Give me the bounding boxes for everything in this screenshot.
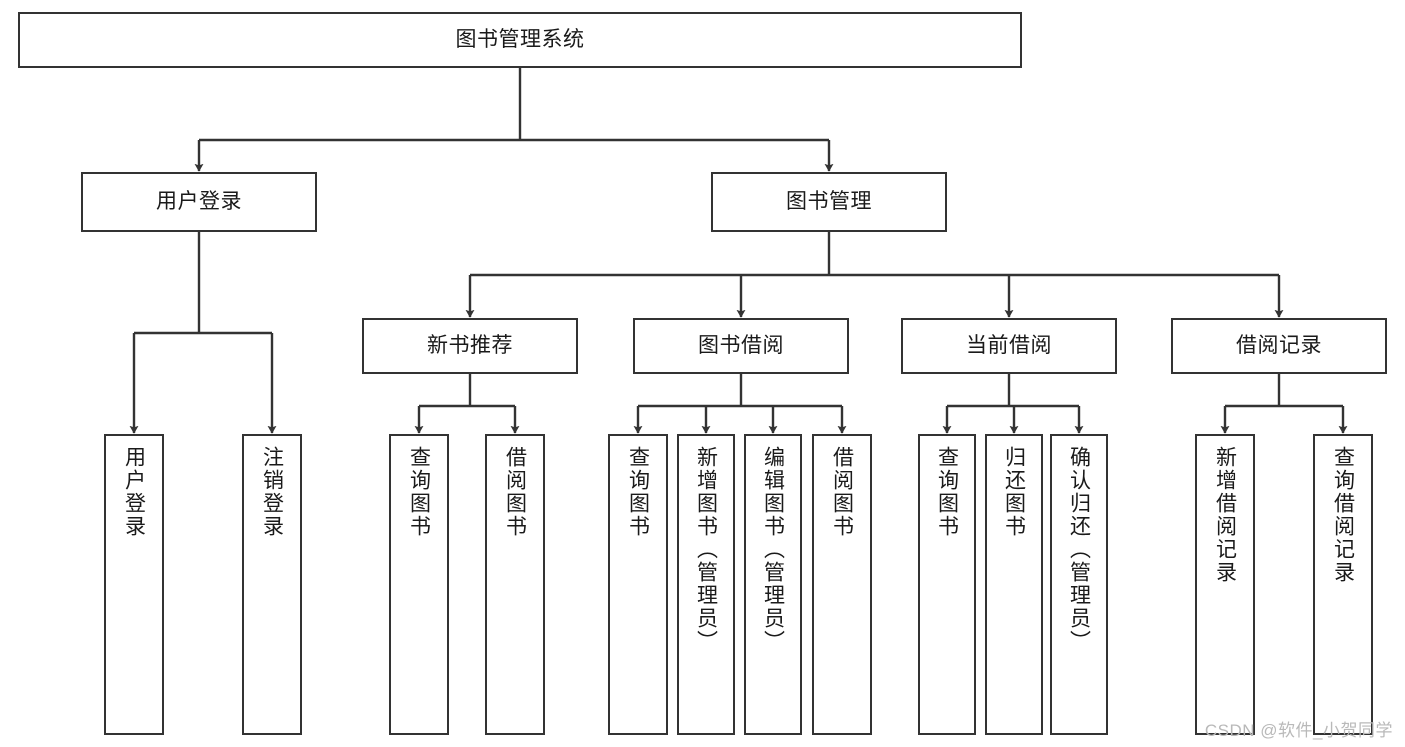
node-leaf-return-book[interactable]: 归还图书 bbox=[985, 434, 1043, 735]
node-label-root: 图书管理系统 bbox=[455, 28, 585, 52]
node-label-leaf-add-borrow-record: 新增借阅记录 bbox=[1213, 446, 1237, 584]
node-label-borrow-record: 借阅记录 bbox=[1236, 334, 1322, 358]
node-label-leaf-user-logout: 注销登录 bbox=[260, 446, 284, 538]
node-label-leaf-query-book-borrow: 查询图书 bbox=[626, 446, 650, 538]
node-leaf-borrow-book-rec[interactable]: 借阅图书 bbox=[485, 434, 545, 735]
node-label-leaf-query-borrow-record: 查询借阅记录 bbox=[1331, 446, 1355, 584]
node-label-current-borrow: 当前借阅 bbox=[966, 334, 1052, 358]
node-leaf-user-login[interactable]: 用户登录 bbox=[104, 434, 164, 735]
node-leaf-edit-book-admin[interactable]: 编辑图书（管理员） bbox=[744, 434, 802, 735]
node-book-borrow[interactable]: 图书借阅 bbox=[633, 318, 849, 374]
node-label-leaf-confirm-return-admin: 确认归还（管理员） bbox=[1067, 446, 1091, 653]
node-label-leaf-borrow-book-rec: 借阅图书 bbox=[503, 446, 527, 538]
node-user-login[interactable]: 用户登录 bbox=[81, 172, 317, 232]
node-label-new-book-recommend: 新书推荐 bbox=[427, 334, 513, 358]
node-leaf-user-logout[interactable]: 注销登录 bbox=[242, 434, 302, 735]
node-leaf-query-book-rec[interactable]: 查询图书 bbox=[389, 434, 449, 735]
node-leaf-add-book-admin[interactable]: 新增图书（管理员） bbox=[677, 434, 735, 735]
node-leaf-borrow-book[interactable]: 借阅图书 bbox=[812, 434, 872, 735]
node-label-user-login: 用户登录 bbox=[156, 190, 242, 214]
node-leaf-add-borrow-record[interactable]: 新增借阅记录 bbox=[1195, 434, 1255, 735]
node-leaf-query-book-borrow[interactable]: 查询图书 bbox=[608, 434, 668, 735]
node-label-leaf-query-book-rec: 查询图书 bbox=[407, 446, 431, 538]
watermark-text: CSDN @软件_小贺同学 bbox=[1204, 721, 1393, 740]
node-leaf-confirm-return-admin[interactable]: 确认归还（管理员） bbox=[1050, 434, 1108, 735]
node-label-leaf-borrow-book: 借阅图书 bbox=[830, 446, 854, 538]
node-root[interactable]: 图书管理系统 bbox=[18, 12, 1022, 68]
node-leaf-query-book-current[interactable]: 查询图书 bbox=[918, 434, 976, 735]
node-label-book-borrow: 图书借阅 bbox=[698, 334, 784, 358]
node-label-leaf-return-book: 归还图书 bbox=[1002, 446, 1026, 538]
node-label-leaf-query-book-current: 查询图书 bbox=[935, 446, 959, 538]
node-label-leaf-user-login: 用户登录 bbox=[122, 446, 146, 538]
node-book-manage[interactable]: 图书管理 bbox=[711, 172, 947, 232]
node-label-leaf-add-book-admin: 新增图书（管理员） bbox=[694, 446, 718, 653]
node-leaf-query-borrow-record[interactable]: 查询借阅记录 bbox=[1313, 434, 1373, 735]
node-label-book-manage: 图书管理 bbox=[786, 190, 872, 214]
node-new-book-recommend[interactable]: 新书推荐 bbox=[362, 318, 578, 374]
node-label-leaf-edit-book-admin: 编辑图书（管理员） bbox=[761, 446, 785, 653]
node-current-borrow[interactable]: 当前借阅 bbox=[901, 318, 1117, 374]
node-borrow-record[interactable]: 借阅记录 bbox=[1171, 318, 1387, 374]
